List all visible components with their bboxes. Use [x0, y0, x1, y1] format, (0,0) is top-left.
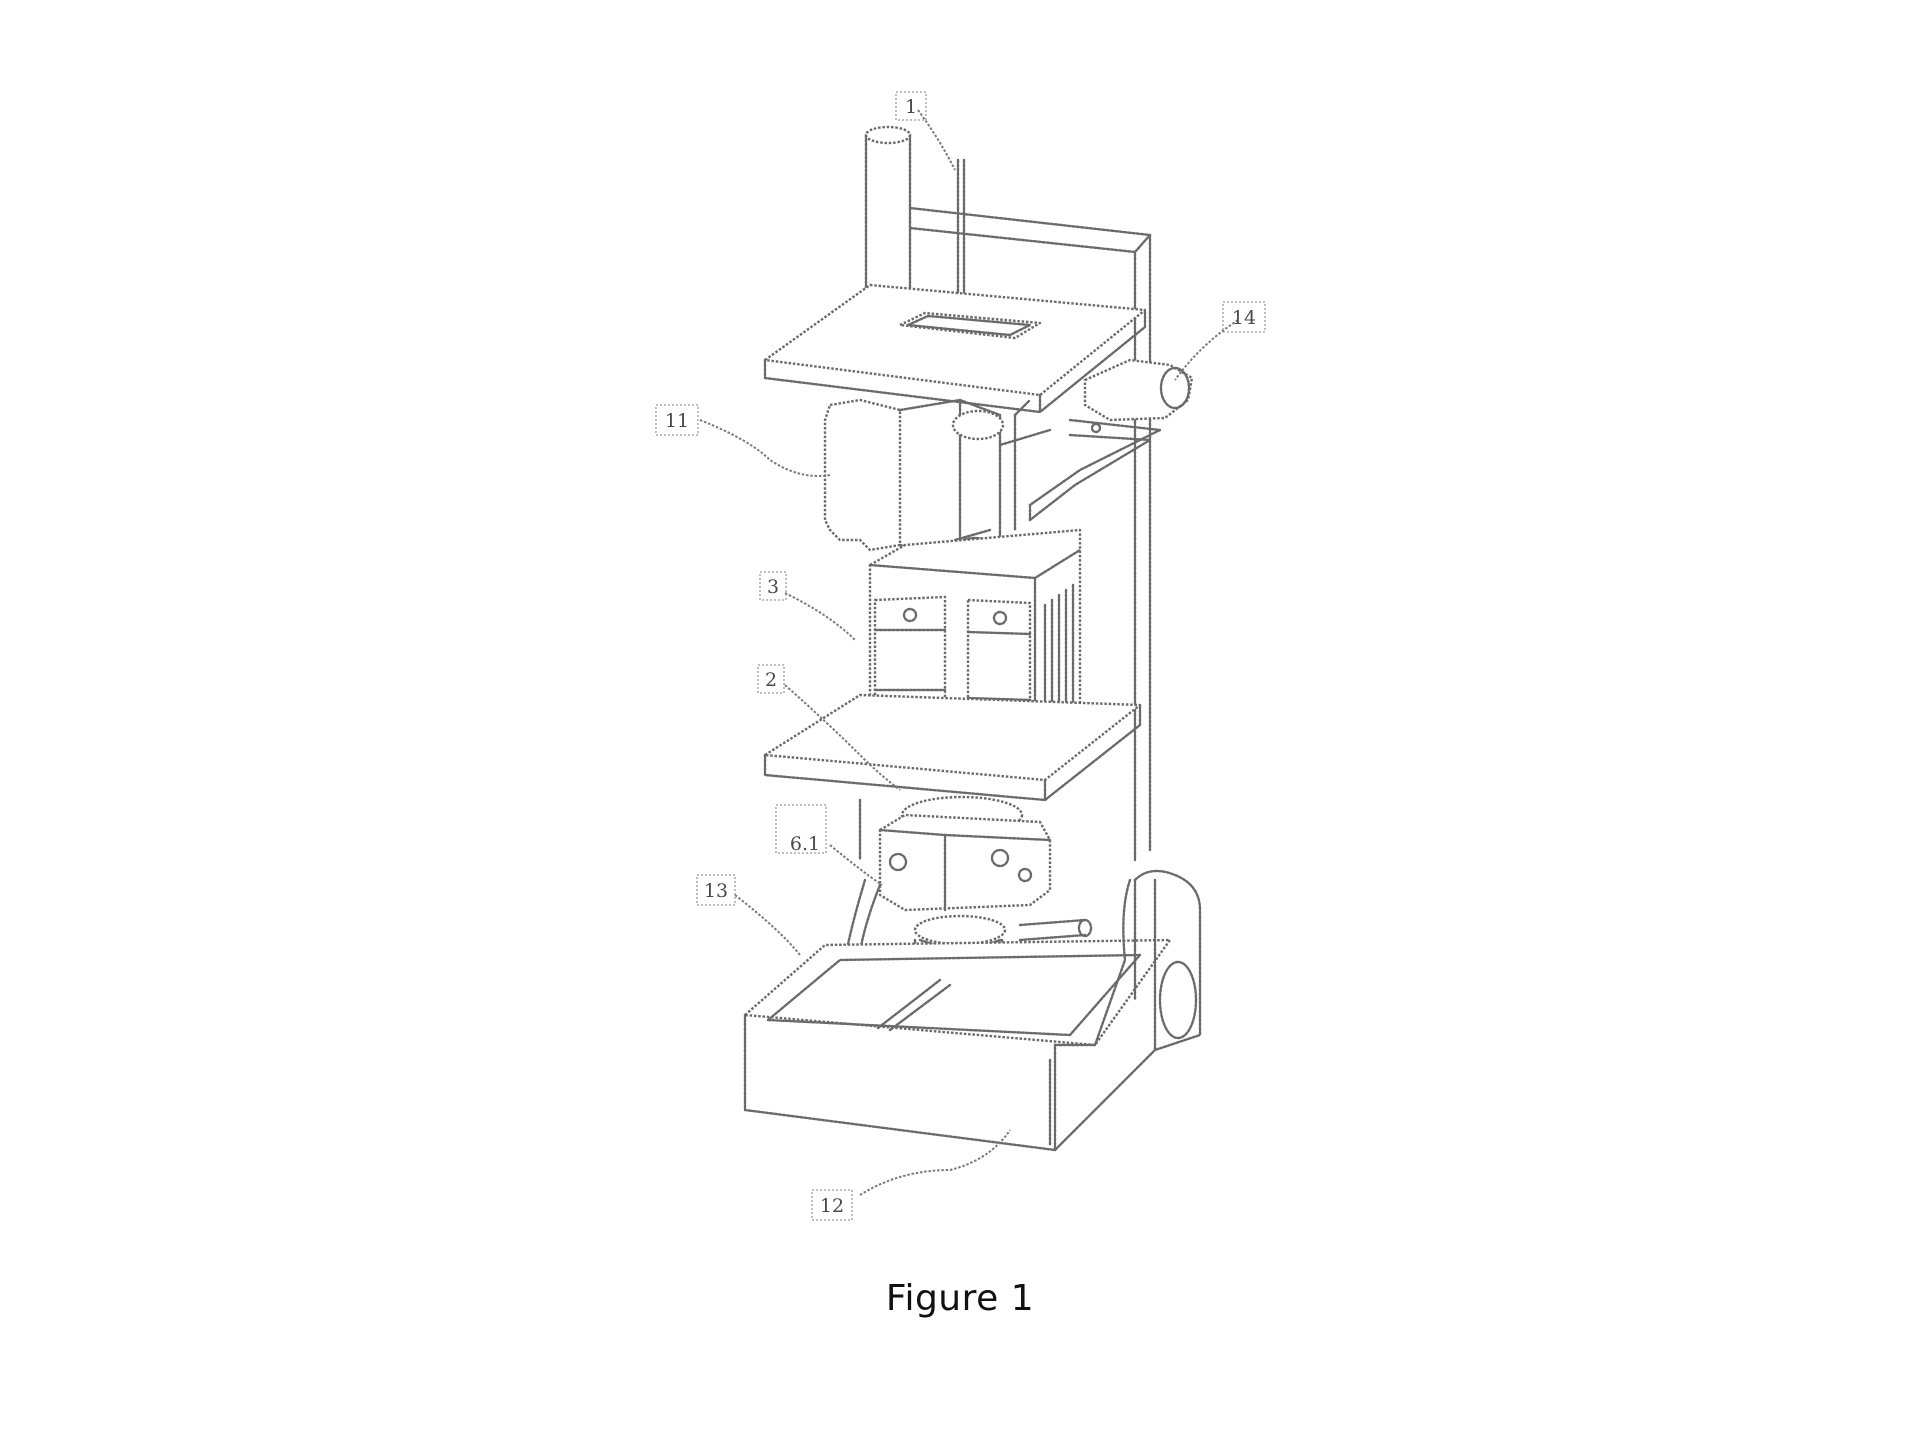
svg-text:1: 1	[905, 96, 917, 118]
numeral-label-14: 14	[1223, 302, 1265, 332]
leader-11	[700, 420, 830, 476]
numeral-label-12: 12	[812, 1190, 852, 1220]
svg-text:6.1: 6.1	[790, 833, 820, 855]
numeral-label-2: 2	[758, 665, 784, 693]
base	[745, 871, 1200, 1150]
svg-text:13: 13	[704, 880, 728, 902]
numeral-label-6-1: 6.1	[776, 805, 826, 855]
leader-1	[918, 110, 955, 170]
svg-text:11: 11	[665, 410, 689, 432]
svg-text:3: 3	[767, 576, 779, 598]
svg-text:14: 14	[1232, 307, 1256, 329]
leader-13	[735, 895, 800, 955]
svg-text:2: 2	[765, 669, 777, 691]
middle-plate	[765, 695, 1140, 800]
leader-14	[1175, 320, 1238, 380]
svg-text:12: 12	[820, 1195, 844, 1217]
numeral-label-3: 3	[760, 572, 786, 600]
top-pillar	[866, 127, 910, 295]
numeral-label-11: 11	[656, 405, 698, 435]
figure-caption: Figure 1	[0, 1278, 1920, 1319]
numeral-label-13: 13	[697, 875, 735, 905]
leader-3	[785, 593, 855, 640]
leader-6-1	[830, 845, 882, 885]
leader-12	[860, 1130, 1010, 1195]
